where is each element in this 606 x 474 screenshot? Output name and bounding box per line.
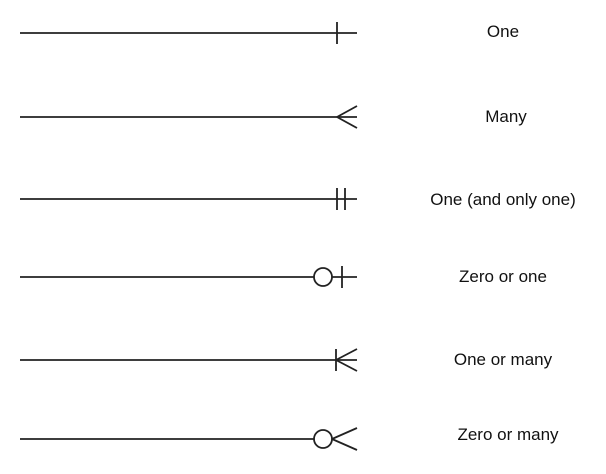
notation-row-zero-or-one: Zero or one bbox=[20, 266, 547, 288]
notation-row-one: One bbox=[20, 22, 519, 44]
notation-label-one-or-many: One or many bbox=[454, 350, 553, 369]
notation-row-one-or-many: One or many bbox=[20, 348, 553, 372]
notation-label-zero-or-many: Zero or many bbox=[457, 425, 559, 444]
zero-or-one-symbol-icon bbox=[313, 266, 357, 288]
one-or-many-symbol-icon bbox=[335, 348, 358, 372]
notation-label-zero-or-one: Zero or one bbox=[459, 267, 547, 286]
zero-or-many-symbol-icon bbox=[313, 427, 358, 451]
notation-row-many: Many bbox=[20, 105, 527, 129]
notation-label-one-and-only-one: One (and only one) bbox=[430, 190, 576, 209]
notation-row-one-and-only-one: One (and only one) bbox=[20, 188, 576, 210]
one-and-only-one-symbol-icon bbox=[336, 188, 346, 210]
notation-label-many: Many bbox=[485, 107, 527, 126]
notation-label-one: One bbox=[487, 22, 519, 41]
notation-row-zero-or-many: Zero or many bbox=[20, 425, 559, 451]
many-symbol-icon bbox=[336, 105, 358, 129]
